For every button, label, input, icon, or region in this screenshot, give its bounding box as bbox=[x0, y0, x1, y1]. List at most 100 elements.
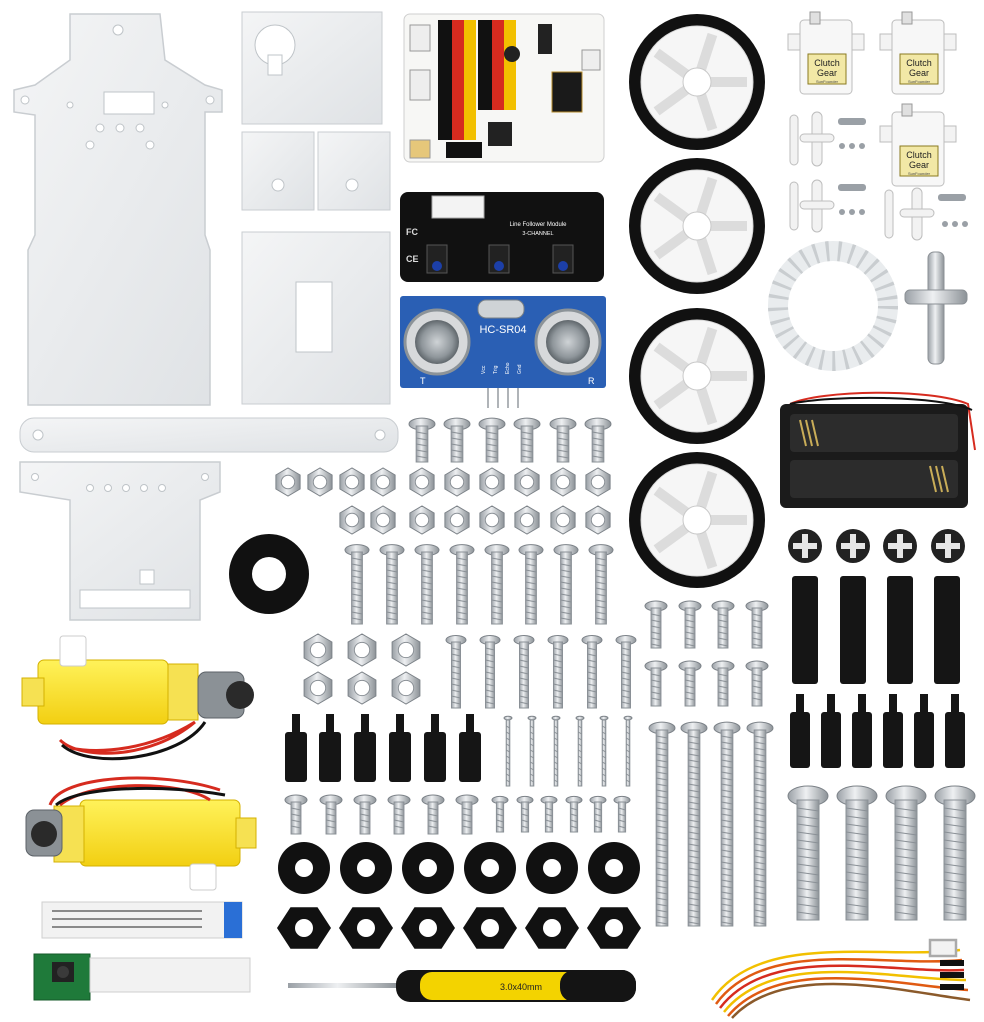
nut bbox=[444, 467, 470, 497]
nut bbox=[303, 671, 333, 705]
battery-holder bbox=[780, 391, 976, 508]
black-hex-nut bbox=[277, 907, 331, 949]
nut bbox=[409, 467, 435, 497]
screw bbox=[421, 794, 445, 835]
screw bbox=[644, 600, 668, 649]
nut bbox=[444, 505, 470, 535]
nut bbox=[391, 633, 421, 667]
screw bbox=[503, 715, 513, 787]
pin-label-trig: Trig bbox=[493, 365, 499, 374]
black-spacer bbox=[319, 714, 341, 782]
screw bbox=[379, 544, 405, 625]
screw bbox=[527, 715, 537, 787]
screw bbox=[599, 715, 609, 787]
acrylic-front-plate bbox=[19, 461, 221, 621]
black-washer bbox=[340, 842, 392, 894]
short-standoff bbox=[852, 694, 872, 768]
line-follower-module: Line Follower Module 3-CHANNEL FC CE bbox=[400, 192, 604, 282]
servo-header-connectors bbox=[438, 20, 516, 140]
screw bbox=[644, 660, 668, 707]
servo-brand: Clutch bbox=[906, 150, 932, 160]
nut bbox=[409, 505, 435, 535]
small-servo-screws bbox=[838, 118, 968, 227]
short-standoff bbox=[914, 694, 934, 768]
nut bbox=[514, 505, 540, 535]
screw bbox=[284, 794, 308, 835]
long-black-standoffs bbox=[792, 576, 960, 684]
cable-clip bbox=[788, 529, 822, 563]
nut bbox=[479, 467, 505, 497]
servo-maker: SunFounder bbox=[908, 79, 931, 84]
acrylic-camera-mount bbox=[241, 231, 391, 405]
dc-gear-motor-bottom bbox=[25, 776, 257, 891]
servo-brand: Clutch bbox=[814, 58, 840, 68]
pin-label-echo: Echo bbox=[505, 362, 511, 374]
screw bbox=[513, 635, 535, 709]
screwdriver: 3.0x40mm bbox=[288, 970, 636, 1002]
black-nylon-spacers bbox=[277, 714, 641, 949]
screw bbox=[575, 715, 585, 787]
black-hex-nut bbox=[525, 907, 579, 949]
screw bbox=[540, 795, 558, 833]
black-hex-nut bbox=[587, 907, 641, 949]
control-board bbox=[403, 13, 605, 163]
black-spacer bbox=[354, 714, 376, 782]
screw bbox=[551, 715, 561, 787]
nut bbox=[479, 505, 505, 535]
hardware-screws bbox=[284, 417, 774, 927]
large-screw bbox=[885, 785, 927, 921]
acrylic-bracket-small bbox=[241, 131, 391, 211]
servo-brand: Clutch bbox=[906, 58, 932, 68]
screw bbox=[414, 544, 440, 625]
acrylic-long-bar bbox=[19, 417, 399, 453]
screw bbox=[589, 795, 607, 833]
nut bbox=[370, 467, 396, 497]
servo-brand-2: Gear bbox=[909, 160, 929, 170]
screw bbox=[584, 417, 612, 463]
large-screws bbox=[787, 785, 976, 921]
black-hex-nut bbox=[463, 907, 517, 949]
acrylic-bracket-large bbox=[241, 11, 383, 125]
screw bbox=[623, 715, 633, 787]
screw bbox=[581, 635, 603, 709]
ir-sensor bbox=[426, 244, 574, 274]
screw bbox=[549, 417, 577, 463]
short-standoff bbox=[883, 694, 903, 768]
servo-brand-2: Gear bbox=[817, 68, 837, 78]
screw bbox=[680, 721, 708, 927]
jumper-wires bbox=[710, 938, 971, 1019]
black-washer bbox=[588, 842, 640, 894]
wheel bbox=[629, 308, 765, 444]
short-standoff bbox=[945, 694, 965, 768]
nut bbox=[585, 467, 611, 497]
screw bbox=[387, 794, 411, 835]
black-washer bbox=[526, 842, 578, 894]
black-washer bbox=[464, 842, 516, 894]
screw bbox=[445, 635, 467, 709]
svg-text:FC: FC bbox=[406, 227, 418, 237]
transmitter-mark: T bbox=[420, 376, 426, 386]
nut bbox=[347, 671, 377, 705]
ultrasonic-sensor: HC-SR04 Vcc Trig Echo Gnd T R bbox=[400, 296, 606, 408]
screwdriver-size-label: 3.0x40mm bbox=[500, 982, 542, 992]
nut bbox=[370, 505, 396, 535]
screw bbox=[449, 544, 475, 625]
cable-clip bbox=[836, 529, 870, 563]
spiral-cable-wrap bbox=[768, 241, 898, 371]
line-follower-title: Line Follower Module bbox=[509, 222, 567, 228]
nut bbox=[275, 467, 301, 497]
screw bbox=[648, 721, 676, 927]
short-standoff bbox=[790, 694, 810, 768]
acrylic-chassis-plate bbox=[13, 13, 223, 406]
ribbon-cable bbox=[41, 901, 243, 939]
large-screw bbox=[836, 785, 878, 921]
nut bbox=[303, 633, 333, 667]
cable-clips bbox=[788, 529, 965, 563]
screw bbox=[443, 417, 471, 463]
screw bbox=[547, 635, 569, 709]
screw bbox=[353, 794, 377, 835]
receiver-mark: R bbox=[588, 376, 595, 386]
